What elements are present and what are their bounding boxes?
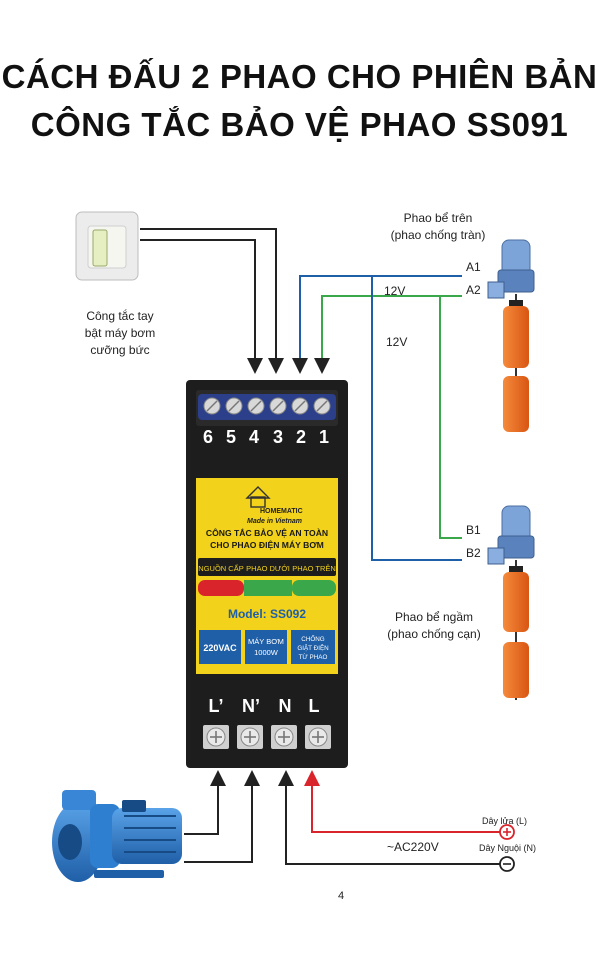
terminal-n-prime: N’	[242, 696, 260, 716]
led-label-upper-float: PHAO TRÊN	[292, 564, 336, 573]
spec-pump-2: 1000W	[254, 648, 279, 657]
float-wires	[292, 275, 462, 561]
switch-wires	[140, 228, 284, 374]
led-label-lower-float: PHAO DƯỚI	[246, 564, 290, 573]
terminal-3: 3	[273, 427, 283, 447]
bottom-terminal-screws	[203, 725, 331, 749]
float-top-label-1: Phao bể trên	[404, 211, 473, 225]
led-label-power: NGUỒN CẤP	[198, 563, 243, 573]
switch-label-3: cưỡng bức	[90, 343, 149, 357]
page-title-line-1: CÁCH ĐẤU 2 PHAO CHO PHIÊN BẢN	[1, 58, 598, 95]
neutral-wire-label: Dây Nguội (N)	[479, 843, 536, 853]
terminal-1: 1	[319, 427, 329, 447]
spec-shock-1: CHỐNG	[301, 633, 325, 643]
float-top-terminal-a2: A2	[466, 283, 481, 297]
voltage-label-2: 12V	[386, 335, 407, 349]
spec-voltage: 220VAC	[203, 643, 237, 653]
float-top-terminal-a1: A1	[466, 260, 481, 274]
terminal-l: L	[309, 696, 320, 716]
brand-logo-icon	[245, 486, 271, 508]
panel-heading-2: CHO PHAO ĐIỆN MÁY BƠM	[210, 539, 324, 550]
float-bottom-terminal-b1: B1	[466, 523, 481, 537]
terminal-2: 2	[296, 427, 306, 447]
float-switch-bottom-icon	[487, 505, 535, 700]
led-lower-float	[244, 580, 292, 596]
switch-label-1: Công tắc tay	[86, 308, 153, 323]
controller-device: 6 5 4 3 2 1 HOMEMATIC Made in Vietnam CÔ…	[186, 380, 348, 768]
page-number: 4	[338, 890, 344, 902]
supply-voltage-label: ~AC220V	[387, 840, 439, 854]
power-live-icon	[499, 824, 515, 840]
voltage-label-1: 12V	[384, 284, 405, 298]
terminal-4: 4	[249, 427, 259, 447]
terminal-5: 5	[226, 427, 236, 447]
float-bottom-label-2: (phao chống cạn)	[387, 627, 480, 641]
terminal-6: 6	[203, 427, 213, 447]
live-wire-label: Dây lửa (L)	[482, 816, 527, 826]
spec-shock-3: TỪ PHAO	[299, 652, 328, 661]
brand-name: HOMEMATIC	[260, 508, 303, 515]
manual-switch-icon	[75, 211, 139, 281]
led-upper-float	[292, 580, 336, 596]
water-pump-icon	[52, 790, 182, 882]
terminal-n: N	[279, 696, 292, 716]
terminal-l-prime: L’	[208, 696, 223, 716]
switch-label-2: bật máy bơm	[85, 326, 156, 340]
led-power	[198, 580, 244, 596]
float-bottom-terminal-b2: B2	[466, 546, 481, 560]
page-title-line-2: CÔNG TẮC BẢO VỆ PHAO SS091	[30, 106, 569, 143]
float-bottom-label-1: Phao bể ngầm	[395, 610, 473, 624]
spec-shock-2: GIẬT ĐIỆN	[297, 643, 329, 652]
panel-heading-1: CÔNG TẮC BẢO VỆ AN TOÀN	[206, 527, 328, 538]
made-in: Made in Vietnam	[247, 518, 302, 525]
supply-wires	[184, 770, 500, 865]
float-top-label-2: (phao chống tràn)	[391, 228, 486, 242]
spec-pump-1: MÁY BƠM	[248, 637, 284, 646]
power-neutral-icon	[499, 856, 515, 872]
float-switch-top-icon	[487, 239, 535, 432]
model-label: Model: SS092	[228, 607, 306, 621]
